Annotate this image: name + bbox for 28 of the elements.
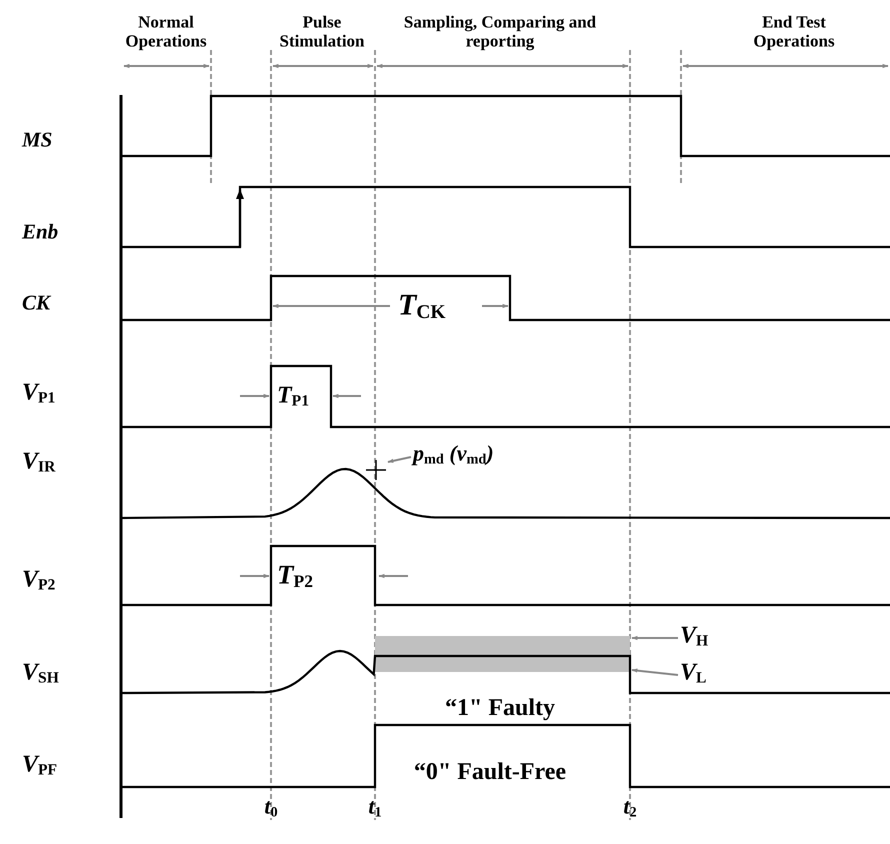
signal-name: MS [22,128,52,152]
time-marker-label: t$_{0}$ [264,794,278,822]
signal-name: V$_{P2}$ [22,566,56,594]
time-marker-label: t$_{2}$ [623,794,637,822]
annotation-label: V$_{H}$ [680,622,708,650]
signal-name: V$_{PF}$ [22,751,58,779]
state-label: “1" Faulty [445,694,555,722]
duration-label: T$_{CK}$ [398,288,446,324]
threshold-band [375,636,630,672]
phase-label: Pulse Stimulation [278,13,366,51]
time-marker-label: t$_{1}$ [368,794,382,822]
annotation-label: V$_{L}$ [680,659,706,687]
phase-label: Normal Operations [124,13,208,51]
duration-label: T$_{P1}$ [277,382,309,410]
signal-name: V$_{IR}$ [22,448,56,476]
signal-name: V$_{SH}$ [22,659,59,687]
signal-name: Enb [22,220,58,244]
leader-line [631,668,678,676]
duration-label: T$_{P2}$ [277,560,313,592]
crossing-mark [365,459,387,481]
phase-label: Sampling, Comparing and reporting [402,13,598,51]
annotation-label: p$_{md}$ (v$_{md}$) [413,442,494,468]
leader-line [387,456,412,463]
phase-label: End Test Operations [752,13,836,51]
state-label: “0" Fault-Free [414,758,566,786]
signal-name: CK [22,291,50,315]
signal-name: V$_{P1}$ [22,379,56,407]
leader-line [631,636,678,640]
